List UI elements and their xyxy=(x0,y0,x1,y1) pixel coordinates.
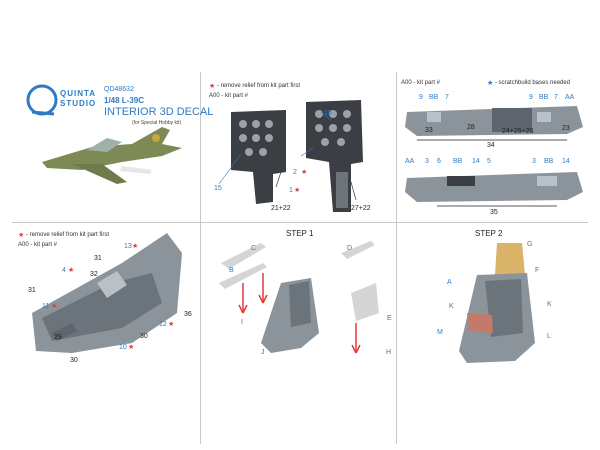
part-label: 35 xyxy=(490,209,498,216)
part-label: 5 xyxy=(487,158,491,165)
part-label: BB xyxy=(544,158,554,165)
part-label: 3 xyxy=(532,158,536,165)
part-label: 13 xyxy=(124,243,132,250)
part-label: 27+22 xyxy=(351,205,371,212)
part-label: AA xyxy=(565,94,575,101)
part-label: 2 xyxy=(293,169,297,176)
part-label: 14 xyxy=(472,158,480,165)
part-label: 6 xyxy=(437,158,441,165)
product-scale: 1/48 L-39C xyxy=(104,96,145,105)
part-label: 29 xyxy=(54,334,62,341)
part-label: BB xyxy=(539,94,549,101)
aircraft-illustration xyxy=(42,127,182,184)
part-label: 28 xyxy=(467,124,475,131)
grid-divider xyxy=(396,72,397,444)
part-label: C xyxy=(251,245,257,252)
step-2-panel: STEP 2 G F A K K M L xyxy=(397,223,588,444)
part-label: 14 xyxy=(562,158,570,165)
product-note: (for Special Hobby kit) xyxy=(132,120,182,126)
part-label: K xyxy=(449,303,454,310)
part-label: 9 xyxy=(529,94,533,101)
part-label: BB xyxy=(429,94,439,101)
part-label: F xyxy=(535,267,540,274)
part-label: AA xyxy=(405,158,415,165)
star-icon: ★ xyxy=(209,83,216,90)
product-code: QD48632 xyxy=(104,86,134,93)
part-label: 4 xyxy=(62,267,66,274)
part-label: 9 xyxy=(419,94,423,101)
consoles-drawing xyxy=(405,106,583,207)
star-icon: ★ xyxy=(51,303,58,310)
step-1-panel: STEP 1 C B I J D E H xyxy=(201,223,396,444)
part-label: 36 xyxy=(184,311,192,318)
part-label: 23 xyxy=(562,125,570,132)
part-label: 15 xyxy=(214,185,222,192)
console-step: A00 - kit part # ★ - scratchbuild bases … xyxy=(397,72,588,222)
instrument-panels-drawing xyxy=(218,100,363,212)
legend-remove-relief: - remove relief from kit part first xyxy=(217,83,301,89)
cockpit-tub-drawing xyxy=(32,233,182,353)
part-label: 30 xyxy=(70,357,78,364)
part-label: 31 xyxy=(28,287,36,294)
part-label: M xyxy=(437,329,443,336)
star-icon: ★ xyxy=(68,267,75,274)
part-label: 21+22 xyxy=(271,205,291,212)
part-label: L xyxy=(547,333,551,340)
grid-divider xyxy=(12,222,588,223)
part-label: 30 xyxy=(140,333,148,340)
seat-drawing xyxy=(219,241,379,354)
part-label: 15 xyxy=(324,110,332,117)
legend-kit-part: A00 - kit part # xyxy=(209,93,249,99)
part-label: B xyxy=(229,267,234,274)
grid-divider xyxy=(200,72,201,444)
instruction-sheet: QUINTA STUDIO QD48632 1/48 L-39C INTERIO… xyxy=(12,72,588,444)
star-icon: ★ xyxy=(18,232,25,239)
part-label: 10 xyxy=(119,344,127,351)
part-label: I xyxy=(241,319,243,326)
part-label: G xyxy=(527,241,533,248)
part-label: J xyxy=(261,349,265,356)
star-icon: ★ xyxy=(487,80,494,87)
star-icon: ★ xyxy=(132,243,139,250)
part-label: K xyxy=(547,301,552,308)
star-icon: ★ xyxy=(128,344,135,351)
legend-scratchbuild: - scratchbuild bases needed xyxy=(495,80,571,86)
part-label: 7 xyxy=(554,94,558,101)
part-label: A xyxy=(447,279,452,286)
part-label: E xyxy=(387,315,392,322)
part-label: 11 xyxy=(42,303,50,310)
part-label: H xyxy=(386,349,392,356)
part-label: 32 xyxy=(90,271,98,278)
part-label: 24+25+26 xyxy=(502,128,534,135)
cockpit-tub-step: ★ - remove relief from kit part first A0… xyxy=(12,223,200,444)
part-label: 3 xyxy=(425,158,429,165)
star-icon: ★ xyxy=(301,169,308,176)
part-label: 12 xyxy=(159,321,167,328)
legend-kit-part: A00 - kit part # xyxy=(18,242,58,248)
seat-assembled-drawing xyxy=(459,243,535,363)
part-label: 7 xyxy=(445,94,449,101)
instrument-panel-step: ★ - remove relief from kit part first A0… xyxy=(201,72,396,222)
star-icon: ★ xyxy=(168,321,175,328)
part-label: D xyxy=(347,245,353,252)
part-label: 31 xyxy=(94,255,102,262)
part-label: 33 xyxy=(425,127,433,134)
star-icon: ★ xyxy=(294,187,301,194)
part-label: 1 xyxy=(289,187,293,194)
part-label: BB xyxy=(453,158,463,165)
brand-logo-icon xyxy=(26,84,58,116)
title-panel: QUINTA STUDIO QD48632 1/48 L-39C INTERIO… xyxy=(12,72,213,222)
brand-name: QUINTA xyxy=(60,89,97,98)
part-label: 34 xyxy=(487,142,495,149)
product-title: INTERIOR 3D DECAL xyxy=(104,106,214,118)
step-title: STEP 2 xyxy=(475,229,503,238)
legend-remove-relief: - remove relief from kit part first xyxy=(26,232,110,238)
brand-name-2: STUDIO xyxy=(60,99,97,108)
step-title: STEP 1 xyxy=(286,229,314,238)
legend-kit-part-short: A00 - kit part # xyxy=(401,80,441,86)
